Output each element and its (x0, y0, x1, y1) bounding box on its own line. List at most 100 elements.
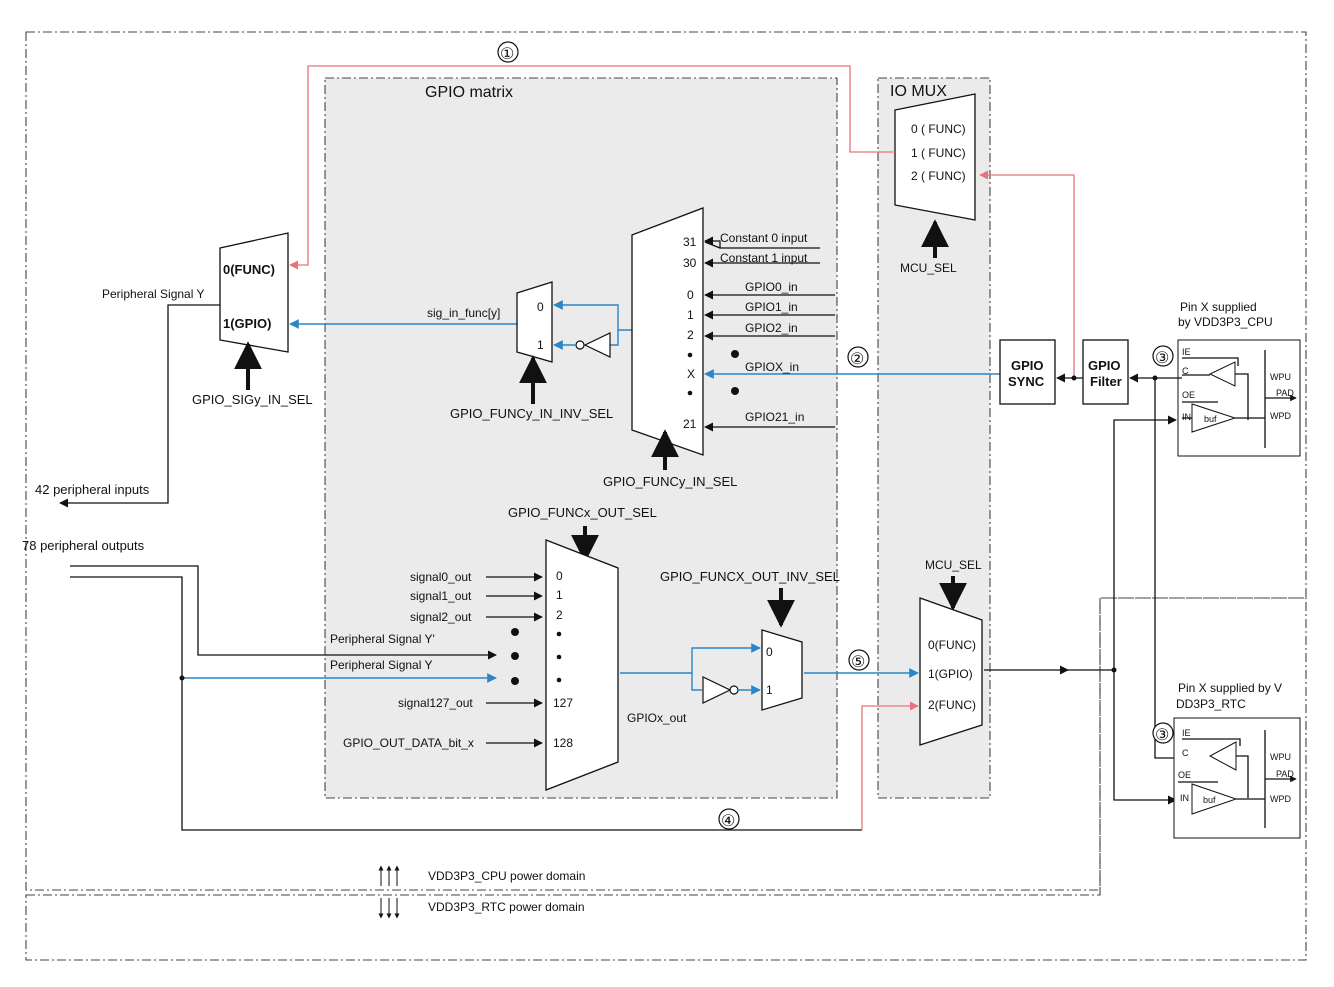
in-inv-mux-0: 0 (537, 300, 544, 314)
svg-text:1(GPIO): 1(GPIO) (928, 667, 973, 681)
svg-text:OE: OE (1178, 770, 1191, 780)
gpiox-out-label: GPIOx_out (627, 711, 687, 725)
cpu-domain-legend-icon (378, 865, 400, 886)
svg-text:127: 127 (553, 696, 573, 710)
gpio-matrix-title: GPIO matrix (425, 84, 513, 101)
pad-cpu-title-1: Pin X supplied (1180, 300, 1257, 314)
gpio-funcx-out-sel-label: GPIO_FUNCx_OUT_SEL (508, 505, 657, 520)
svg-text:C: C (1182, 366, 1189, 376)
cpu-domain-legend: VDD3P3_CPU power domain (428, 869, 585, 883)
io-mux-func-1: 1 ( FUNC) (911, 146, 966, 160)
rtc-domain-border (25, 597, 1307, 961)
svg-text:IE: IE (1182, 728, 1191, 738)
peripheral-signal-y-label: Peripheral Signal Y (102, 287, 205, 301)
in-inverter (583, 332, 611, 358)
marker-3-top: ③ (1155, 350, 1169, 367)
in-port-30: 30 (683, 256, 697, 270)
svg-text:buf: buf (1203, 795, 1216, 805)
io-mux-title: IO MUX (890, 83, 947, 100)
io-mux-func-0: 0 ( FUNC) (911, 122, 966, 136)
gpio-filter-block (1082, 339, 1129, 405)
rtc-domain-legend: VDD3P3_RTC power domain (428, 900, 585, 914)
path-1-red (289, 65, 895, 270)
io-mux-func-2: 2 ( FUNC) (911, 169, 966, 183)
svg-text:0(FUNC): 0(FUNC) (928, 638, 976, 652)
peripheral-out-y-trunk (70, 576, 862, 831)
pad-rtc-title-2: DD3P3_RTC (1176, 697, 1246, 711)
signal1-out-label: signal1_out (410, 589, 472, 603)
svg-text:1: 1 (556, 588, 563, 602)
svg-text:IN: IN (1182, 412, 1191, 422)
gpio-filter-label-1: GPIO (1088, 358, 1121, 373)
out-inverter (702, 676, 732, 704)
svg-text:PAD: PAD (1276, 388, 1294, 398)
io-mux-input-mux (894, 93, 976, 221)
peripheral-signal-y-prime-line (70, 565, 497, 660)
in-port-2: 2 (687, 328, 694, 342)
pad-rtc-title-1: Pin X supplied by V (1178, 681, 1282, 695)
constant-0-label: Constant 0 input (720, 231, 808, 245)
input-mux-func: 0(FUNC) (223, 262, 275, 277)
gpio2-in-label: GPIO2_in (745, 321, 798, 335)
in-inv-mux (516, 281, 553, 363)
svg-text:OE: OE (1182, 390, 1195, 400)
svg-text:128: 128 (553, 736, 573, 750)
gpio-output-mux (545, 539, 619, 791)
in-inv-mux-1: 1 (537, 338, 544, 352)
marker-1: ① (500, 46, 514, 63)
svg-text:WPU: WPU (1270, 372, 1291, 382)
svg-text:WPU: WPU (1270, 752, 1291, 762)
gpio-sync-block (999, 339, 1056, 405)
pad-cpu-title-2: by VDD3P3_CPU (1178, 315, 1273, 329)
peripheral-input-mux (219, 232, 289, 353)
gpio-sigy-in-sel-label: GPIO_SIGy_IN_SEL (192, 392, 313, 407)
svg-text:IN: IN (1180, 793, 1189, 803)
svg-text:WPD: WPD (1270, 411, 1291, 421)
path-filter-to-iomux-red (979, 170, 1075, 378)
pad-rtc-box (1173, 717, 1301, 839)
peripheral-inputs-line (59, 304, 220, 508)
in-port-0: 0 (687, 288, 694, 302)
gpio-funcx-out-inv-sel-label: GPIO_FUNCX_OUT_INV_SEL (660, 569, 840, 584)
gpio-sync-label-1: GPIO (1011, 358, 1044, 373)
gpio21-in-label: GPIO21_in (745, 410, 804, 424)
signal0-out-label: signal0_out (410, 570, 472, 584)
svg-text:C: C (1182, 748, 1189, 758)
svg-text:buf: buf (1204, 414, 1217, 424)
pad-rtc-buf (1191, 783, 1238, 815)
svg-text:2: 2 (556, 608, 563, 622)
gpio-funcy-in-sel-label: GPIO_FUNCy_IN_SEL (603, 474, 737, 489)
svg-text:0: 0 (766, 645, 773, 659)
signal127-out-label: signal127_out (398, 696, 473, 710)
svg-text:IE: IE (1182, 347, 1191, 357)
pad-cpu-box (1177, 339, 1301, 457)
constant-1-label: Constant 1 input (720, 251, 808, 265)
in-port-31: 31 (683, 235, 697, 249)
gpio1-in-label: GPIO1_in (745, 300, 798, 314)
peripheral-signal-y-out-label: Peripheral Signal Y (330, 658, 433, 672)
mcu-sel-top-label: MCU_SEL (900, 261, 957, 275)
path-4-red (861, 701, 919, 830)
in-port-1: 1 (687, 308, 694, 322)
svg-text:PAD: PAD (1276, 769, 1294, 779)
marker-5: ⑤ (851, 654, 865, 671)
io-mux-output-mux (919, 597, 983, 746)
out-data-bit-label: GPIO_OUT_DATA_bit_x (343, 736, 474, 750)
in-port-21: 21 (683, 417, 697, 431)
rtc-domain-legend-icon (378, 898, 400, 919)
svg-text:1: 1 (766, 683, 773, 697)
gpio-funcy-in-inv-sel-label: GPIO_FUNCy_IN_INV_SEL (450, 406, 613, 421)
out-inv-mux (761, 629, 803, 711)
svg-text:0: 0 (556, 569, 563, 583)
marker-3-bottom: ③ (1155, 727, 1169, 744)
input-mux-gpio: 1(GPIO) (223, 316, 271, 331)
cpu-domain-border (25, 31, 1307, 891)
marker-4: ④ (721, 813, 735, 830)
peripheral-outputs-label: 78 peripheral outputs (22, 538, 145, 553)
gpiox-in-label: GPIOX_in (745, 360, 799, 374)
svg-text:2(FUNC): 2(FUNC) (928, 698, 976, 712)
gpio0-in-label: GPIO0_in (745, 280, 798, 294)
marker-2: ② (850, 351, 864, 368)
svg-text:WPD: WPD (1270, 794, 1291, 804)
